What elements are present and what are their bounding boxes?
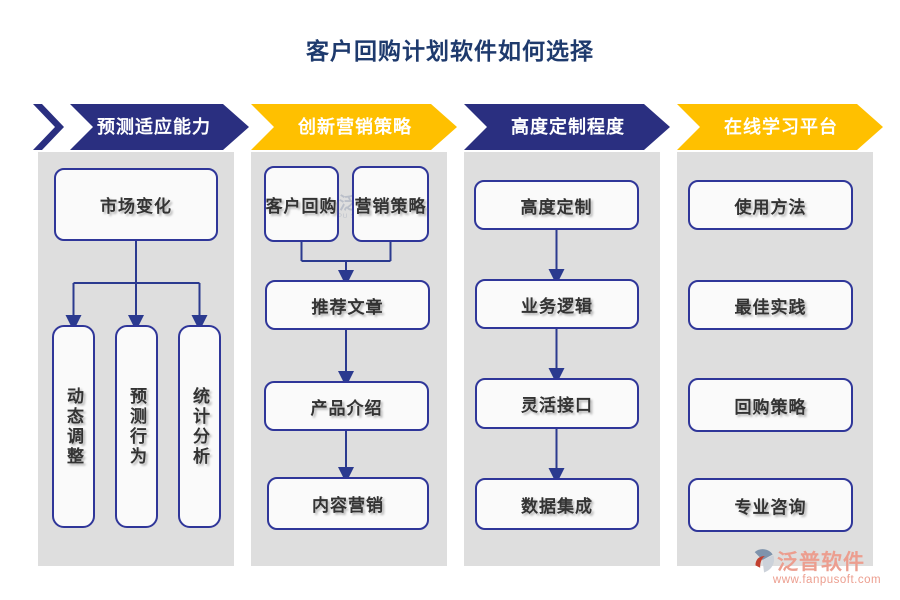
brand-name: 泛普软件 bbox=[777, 551, 865, 574]
fanpu-logo-icon bbox=[754, 548, 775, 572]
column-panel: 使用方法 最佳实践 回购策略 专业咨询 bbox=[677, 152, 873, 566]
flow-box: 市场变化 bbox=[54, 168, 218, 241]
flow-box: 营销策略 bbox=[352, 166, 429, 242]
flow-box: 使用方法 bbox=[688, 180, 853, 230]
banner-label: 在线学习平台 bbox=[724, 117, 838, 137]
banner-label: 预测适应能力 bbox=[97, 117, 211, 137]
flow-arrows bbox=[65, 241, 208, 331]
flow-box: 最佳实践 bbox=[688, 280, 853, 330]
banner-label: 高度定制程度 bbox=[511, 117, 625, 137]
banner-arrow-shape bbox=[464, 104, 670, 150]
brand-url: www.fanpusoft.com bbox=[772, 574, 882, 586]
flow-box: 业务逻辑 bbox=[475, 279, 639, 329]
flow-box: 推荐文章 bbox=[265, 280, 430, 330]
flow-box: 回购策略 bbox=[688, 378, 853, 432]
banner-arrow-shape bbox=[33, 104, 249, 150]
banner-label: 创新营销策略 bbox=[298, 117, 412, 137]
column-online-learning: 在线学习平台 使用方法 最佳实践 回购策略 专业咨询 bbox=[677, 104, 883, 566]
column-customization-level: 高度定制程度 高度定制 业务逻辑 灵活接口 数据集成 bbox=[464, 104, 670, 566]
flow-box: 内容营销 bbox=[267, 477, 429, 530]
flow-arrows bbox=[300, 242, 392, 483]
flow-arrows bbox=[548, 230, 565, 484]
column-forecast-adaptability: 预测适应能力 市场变化 动态调整 预测行为 统计分析 bbox=[33, 104, 249, 566]
page-title: 客户回购计划软件如何选择 bbox=[306, 38, 594, 64]
footer-brand: 泛普软件 www.fanpusoft.com bbox=[750, 546, 894, 586]
flow-box-vertical: 预测行为 bbox=[115, 325, 158, 528]
flow-box: 专业咨询 bbox=[688, 478, 853, 532]
flow-box: 客户回购 bbox=[264, 166, 339, 242]
flow-box: 数据集成 bbox=[475, 478, 639, 530]
column-panel: 泛普软件 FANPU SOFTWARE 客户回购 营销策略 推荐文章 产品介绍 … bbox=[251, 152, 447, 566]
flow-box: 产品介绍 bbox=[264, 381, 429, 431]
flow-box: 灵活接口 bbox=[475, 378, 639, 429]
banner-arrow-shape bbox=[251, 104, 457, 150]
column-panel: 市场变化 动态调整 预测行为 统计分析 bbox=[38, 152, 234, 566]
flow-box-vertical: 动态调整 bbox=[52, 325, 95, 528]
flow-box: 高度定制 bbox=[474, 180, 639, 230]
column-panel: 高度定制 业务逻辑 灵活接口 数据集成 bbox=[464, 152, 660, 566]
flow-box-vertical: 统计分析 bbox=[178, 325, 221, 528]
banner-arrow-shape bbox=[677, 104, 883, 150]
column-marketing-strategy: 创新营销策略 泛普软件 FANPU SOFTWARE 客户回购 bbox=[251, 104, 457, 566]
